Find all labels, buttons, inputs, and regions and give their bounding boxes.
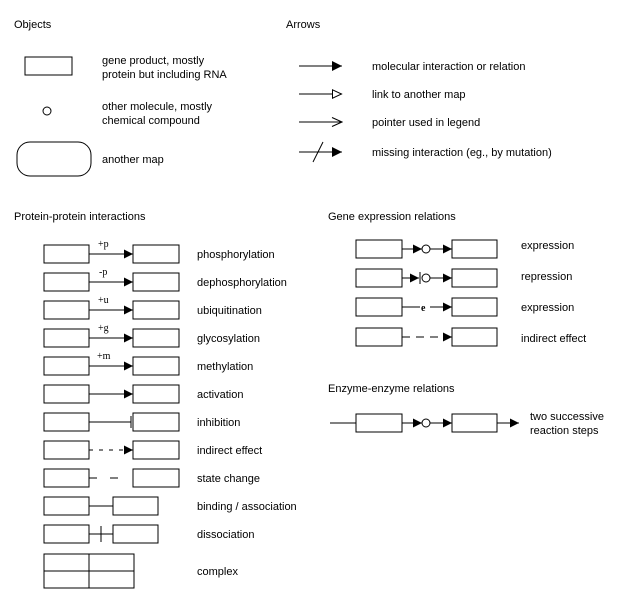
gene-expression: expression: [355, 239, 574, 259]
glycosylation-modifier: +g: [98, 323, 109, 334]
gene-product-label-line-2: protein but including RNA: [102, 69, 227, 81]
inhibition-label: inhibition: [197, 417, 240, 429]
enzyme-heading: Enzyme-enzyme relations: [328, 383, 455, 395]
ppi-phosphorylation: +p phosphorylation: [43, 239, 275, 264]
arrow-link-to-map: link to another map: [299, 89, 466, 101]
enzyme-label-line-2: reaction steps: [530, 425, 599, 437]
object-another-map: another map: [16, 141, 164, 177]
gene-expression-e: e expression: [355, 297, 574, 317]
complex-label: complex: [197, 566, 238, 578]
methylation-label: methylation: [197, 361, 253, 373]
gene-indirect-effect: indirect effect: [355, 327, 586, 347]
svg-text:another map: another map: [102, 154, 164, 166]
gene-expression-e-modifier: e: [421, 303, 426, 314]
dissociation-label: dissociation: [197, 529, 254, 541]
ppi-dissociation: dissociation: [43, 524, 254, 544]
object-gene-product: gene product, mostly protein but includi…: [24, 55, 227, 81]
state-change-label: state change: [197, 473, 260, 485]
ppi-state-change: state change: [43, 468, 260, 488]
another-map-label: another map: [102, 154, 164, 166]
gene-product-label-line-1: gene product, mostly: [102, 55, 205, 67]
binding-label: binding / association: [197, 501, 297, 513]
glycosylation-label: glycosylation: [197, 333, 260, 345]
arrow-molecular-interaction: molecular interaction or relation: [299, 61, 525, 73]
objects-heading: Objects: [14, 19, 52, 31]
ppi-activation: activation: [43, 384, 243, 404]
svg-text:gene product, mostly p: gene product, mostly protein but includi…: [102, 55, 227, 81]
dephosphorylation-label: dephosphorylation: [197, 277, 287, 289]
arrow-missing-interaction-label: missing interaction (eg., by mutation): [372, 147, 552, 159]
gene-repression: repression: [355, 268, 572, 288]
ppi-glycosylation: +g glycosylation: [43, 323, 260, 348]
gene-repression-label: repression: [521, 271, 572, 283]
object-other-molecule: other molecule, mostly chemical compound: [42, 101, 215, 127]
phosphorylation-modifier: +p: [98, 239, 109, 250]
gene-indirect-effect-label: indirect effect: [521, 333, 586, 345]
ppi-dephosphorylation: -p dephosphorylation: [43, 267, 287, 292]
ppi-heading: Protein-protein interactions: [14, 211, 146, 223]
arrow-molecular-interaction-label: molecular interaction or relation: [372, 61, 525, 73]
arrow-missing-interaction: missing interaction (eg., by mutation): [299, 141, 552, 163]
ppi-inhibition: inhibition: [43, 412, 240, 432]
other-molecule-label-line-2: chemical compound: [102, 115, 200, 127]
ubiquitination-label: ubiquitination: [197, 305, 262, 317]
gene-expression-heading: Gene expression relations: [328, 211, 456, 223]
arrow-link-to-map-label: link to another map: [372, 89, 466, 101]
ppi-binding: binding / association: [43, 496, 297, 516]
enzyme-label-line-1: two successive: [530, 411, 604, 423]
ppi-methylation: +m methylation: [43, 351, 253, 376]
compound-circle-icon: [42, 106, 52, 116]
ppi-complex: complex: [43, 553, 238, 589]
indirect-effect-label: indirect effect: [197, 445, 262, 457]
ppi-indirect-effect: indirect effect: [43, 440, 262, 460]
other-molecule-label-line-1: other molecule, mostly: [102, 101, 213, 113]
gene-expression-e-label: expression: [521, 302, 574, 314]
arrow-pointer-label: pointer used in legend: [372, 117, 480, 129]
map-rounded-box-icon: [16, 141, 92, 177]
dephosphorylation-modifier: -p: [99, 267, 107, 278]
svg-text:other molecule, mostly: other molecule, mostly chemical compound: [102, 101, 215, 127]
ubiquitination-modifier: +u: [98, 295, 109, 306]
activation-label: activation: [197, 389, 243, 401]
methylation-modifier: +m: [97, 351, 111, 362]
phosphorylation-label: phosphorylation: [197, 249, 275, 261]
arrows-heading: Arrows: [286, 19, 321, 31]
gene-product-box-icon: [24, 56, 73, 76]
arrow-pointer: pointer used in legend: [299, 117, 480, 129]
ppi-ubiquitination: +u ubiquitination: [43, 295, 262, 320]
svg-text:two successive reactio: two successive reaction steps: [530, 411, 607, 437]
enzyme-successive-steps: two successive reaction steps: [330, 411, 607, 437]
gene-expression-label: expression: [521, 240, 574, 252]
